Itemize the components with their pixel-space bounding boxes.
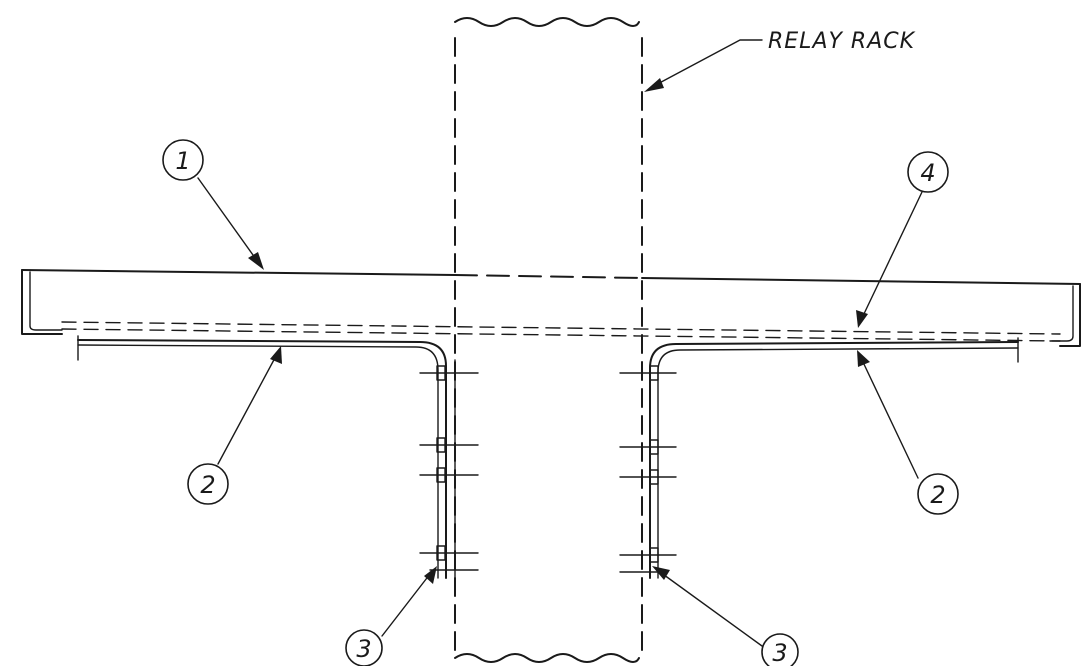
callout-2-left-leader [217,355,277,465]
shelf-top-hidden [454,274,643,279]
right-bracket [649,337,1019,579]
right-bolt-3 [619,469,677,485]
callout-1-balloon [162,139,204,181]
callout-1-leader [197,177,259,263]
shelf-top-left [21,269,456,276]
right-bolt-1 [619,365,677,381]
relay-rack-upright [454,17,643,663]
right-bolt-4 [619,547,677,573]
callout-3-right: 3 [652,566,799,666]
shelf-tray [21,269,1081,347]
left-bolt-1 [419,365,479,381]
relay-rack-callout: RELAY RACK [644,29,916,92]
relay-rack-label: RELAY RACK [768,29,916,54]
callout-2-left-balloon [187,463,229,505]
shelf-hidden-line-1 [61,321,1061,335]
right-bracket-inner [657,347,1019,579]
callout-2-right: 2 [857,350,959,515]
rack-bottom-break-line [454,653,640,663]
callout-3-right-balloon [761,633,799,666]
callout-3-left-number: 3 [356,635,371,663]
callout-4-number: 4 [920,159,935,187]
left-bolts [419,365,479,571]
shelf-top-right [641,277,1081,285]
callout-2-right-number: 2 [930,481,945,509]
left-bolt-3 [419,467,479,483]
callout-4: 4 [856,151,949,328]
callout-3-left-arrowhead [424,566,437,584]
callout-4-leader [861,191,923,319]
callout-2-left-number: 2 [200,471,215,499]
callout-2-right-arrowhead [857,350,870,367]
left-bolt-4 [419,545,479,571]
shelf-right-end [1059,283,1081,347]
callout-1-arrowhead [248,252,264,270]
callout-1: 1 [162,139,264,270]
callout-3-right-arrowhead [652,566,670,580]
callout-3-right-number: 3 [772,639,787,666]
callout-3-left-balloon [345,629,383,666]
shelf-right-end-inner [1049,285,1074,342]
shelf-hidden-line-2 [61,328,1061,342]
right-bolt-2 [619,439,677,455]
callout-4-arrowhead [856,310,868,328]
callout-2-right-balloon [917,473,959,515]
callout-3-right-leader [659,571,763,647]
callout-1-number: 1 [175,147,190,175]
rack-top-break-line [454,17,640,27]
callout-3-left: 3 [345,566,437,666]
right-bracket-outer [649,341,1019,579]
shelf-left-end-inner [29,271,63,331]
callout-2-left: 2 [187,346,282,505]
relay-rack-arrowhead [644,78,664,92]
left-bracket-inner [77,344,439,579]
shelf-left-end [21,269,63,335]
left-bracket-outer [77,339,447,579]
relay-rack-leader [649,39,763,89]
callout-2-left-arrowhead [270,346,282,364]
right-bolts [619,365,677,573]
callout-2-right-leader [861,359,919,479]
callout-3-left-leader [381,573,431,637]
callout-4-balloon [907,151,949,193]
left-bracket [77,335,456,579]
left-bolt-2 [419,437,479,453]
